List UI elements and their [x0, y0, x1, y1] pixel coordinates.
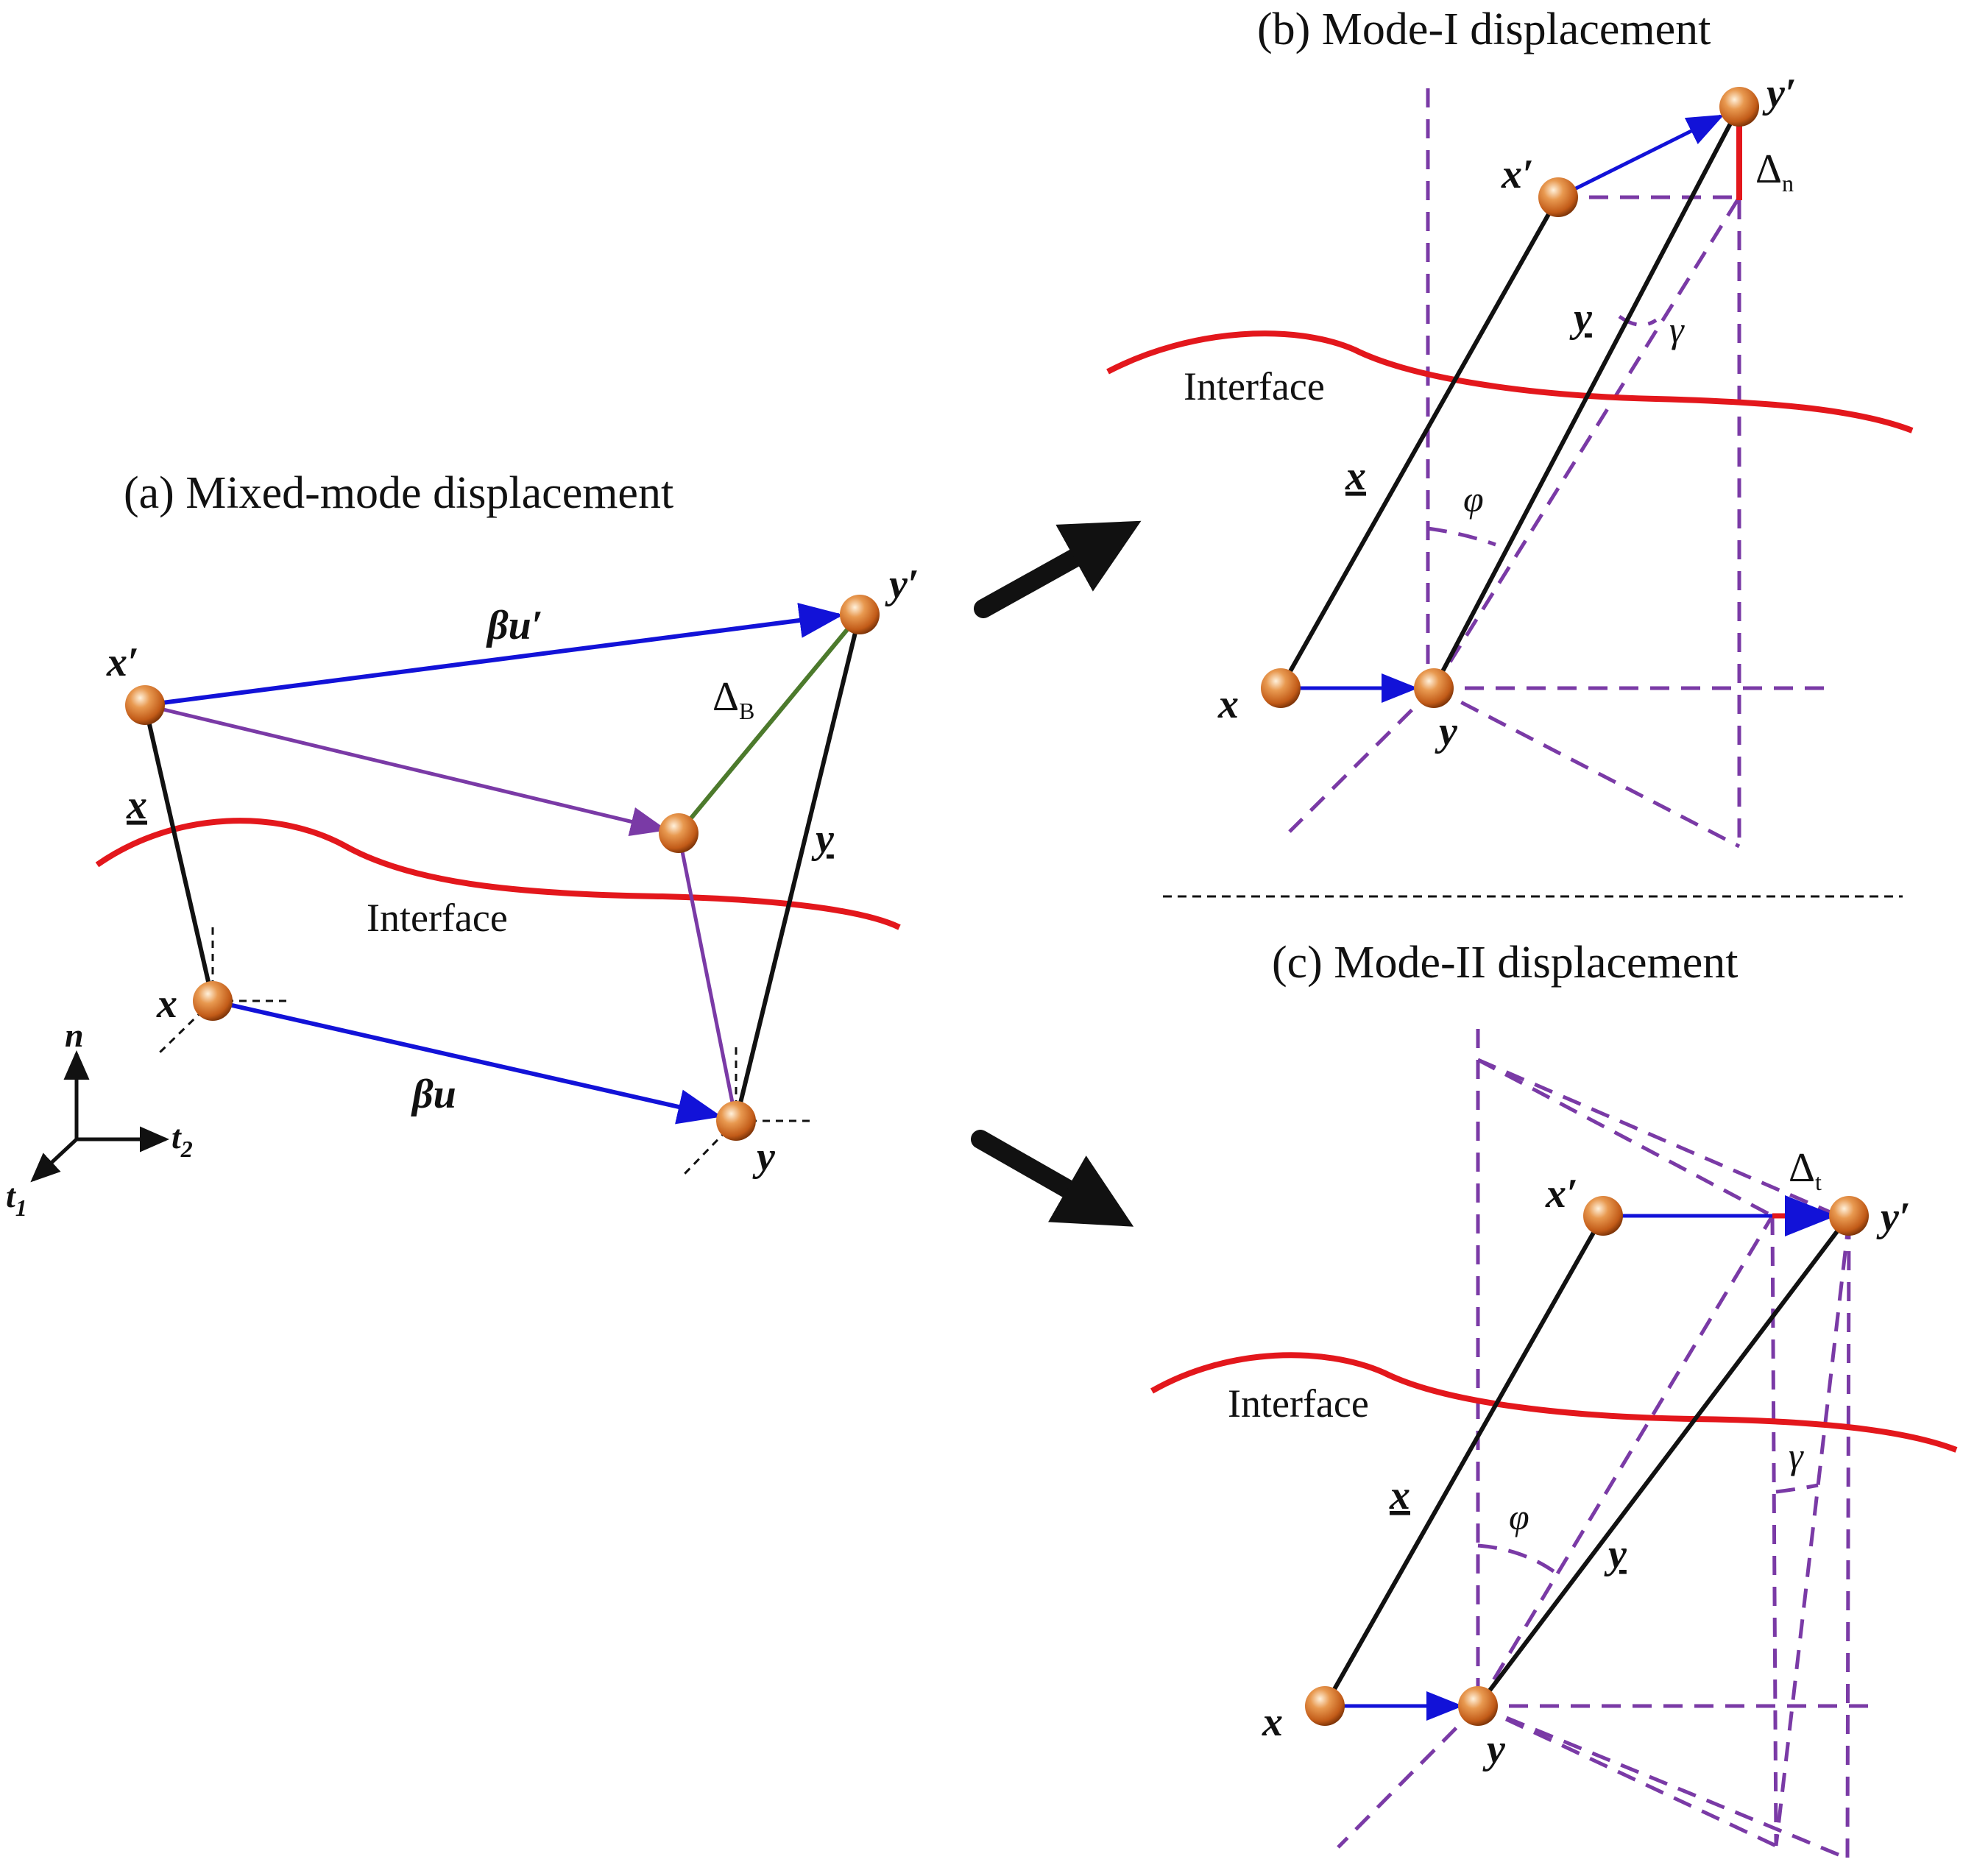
label-x-bond-a: x — [126, 782, 147, 828]
particle-x-b — [1261, 668, 1301, 708]
label-x-prime-c: x′ — [1545, 1171, 1578, 1217]
label-y-c: y — [1482, 1727, 1506, 1772]
bond-x-a — [143, 704, 215, 1002]
label-delta-t: Δt — [1789, 1145, 1822, 1195]
particle-y-c — [1458, 1686, 1498, 1726]
label-x-b: x — [1217, 682, 1239, 727]
label-x-bond-c: x — [1389, 1473, 1410, 1518]
particle-y-prime-b — [1719, 87, 1759, 127]
delta-b-line — [676, 613, 862, 835]
label-y-bond-b: y — [1569, 295, 1593, 341]
label-y-bond-c: y — [1604, 1532, 1627, 1577]
label-gamma-b: γ — [1669, 309, 1685, 350]
particle-y-prime-c — [1829, 1196, 1869, 1236]
label-phi-b: φ — [1463, 478, 1484, 520]
bond-y-a — [734, 614, 862, 1122]
beta-u-prime-arrow — [144, 603, 843, 707]
panel-a-mixed-mode: (a) Mixed-mode displacement Interface — [95, 468, 919, 1180]
beta-u-arrow — [212, 999, 722, 1125]
label-x-a: x — [156, 981, 177, 1027]
interface-curve-b — [1106, 330, 1914, 433]
label-y-b: y — [1435, 709, 1458, 754]
interface-label-a: Interface — [367, 896, 508, 940]
label-beta-u: βu — [411, 1072, 456, 1117]
panel-c-mode-ii: (c) Mode-II displacement Interface — [1150, 938, 1958, 1861]
axis-t2-label: t2 — [171, 1118, 193, 1162]
bond-x-b — [1278, 196, 1560, 690]
label-y-prime-a: y′ — [885, 562, 919, 607]
panel-a-title: (a) Mixed-mode displacement — [124, 468, 673, 518]
label-phi-c: φ — [1509, 1496, 1529, 1537]
axis-t1-label: t1 — [6, 1177, 27, 1221]
bond-y-b — [1432, 105, 1741, 690]
panel-b-title: (b) Mode-I displacement — [1257, 4, 1711, 54]
displacement-arrow-top-b — [1557, 114, 1725, 199]
label-y-bond-a: y — [811, 816, 835, 862]
panel-c-title: (c) Mode-II displacement — [1272, 938, 1739, 988]
local-axes-a — [157, 924, 811, 1175]
projection-lines-c — [1337, 1029, 1871, 1861]
label-gamma-c: γ — [1789, 1435, 1804, 1476]
particle-x-prime-b — [1538, 177, 1578, 217]
particle-y-prime-a — [840, 595, 880, 634]
interface-curve-a — [95, 818, 901, 930]
label-x-prime-a: x′ — [106, 640, 139, 685]
label-delta-n: Δn — [1755, 146, 1794, 197]
particle-x-prime-a — [125, 685, 165, 725]
bond-y-c — [1476, 1214, 1851, 1707]
label-y-prime-b: y′ — [1762, 71, 1797, 116]
coordinate-axes: n t2 t1 — [6, 1016, 193, 1221]
projection-arrow-a — [144, 703, 668, 836]
interface-label-c: Interface — [1228, 1381, 1369, 1426]
interface-curve-c — [1150, 1352, 1958, 1453]
axis-n-label: n — [65, 1016, 84, 1054]
interface-label-b: Interface — [1184, 364, 1325, 408]
particle-x-c — [1305, 1686, 1345, 1726]
label-y-prime-c: y′ — [1876, 1194, 1911, 1240]
particle-y-b — [1414, 668, 1454, 708]
projection-line-a — [676, 832, 738, 1122]
transition-arrow-to-c — [971, 1130, 1134, 1227]
particle-mid-a — [659, 813, 698, 853]
particle-y-a — [716, 1101, 756, 1141]
label-x-prime-b: x′ — [1501, 152, 1534, 197]
bond-x-c — [1323, 1214, 1605, 1707]
label-x-c: x — [1262, 1699, 1283, 1745]
label-delta-b: ΔB — [712, 674, 754, 724]
label-x-bond-b: x — [1345, 453, 1366, 499]
panel-b-mode-i: (b) Mode-I displacement Interface x′ y′ … — [1106, 4, 1914, 849]
label-y-a: y — [752, 1134, 776, 1180]
label-beta-u-prime: βu′ — [486, 603, 543, 648]
particle-x-a — [193, 981, 233, 1021]
transition-arrow-to-b — [974, 520, 1142, 618]
projection-lines-b — [1288, 88, 1824, 849]
particle-x-prime-c — [1583, 1196, 1623, 1236]
